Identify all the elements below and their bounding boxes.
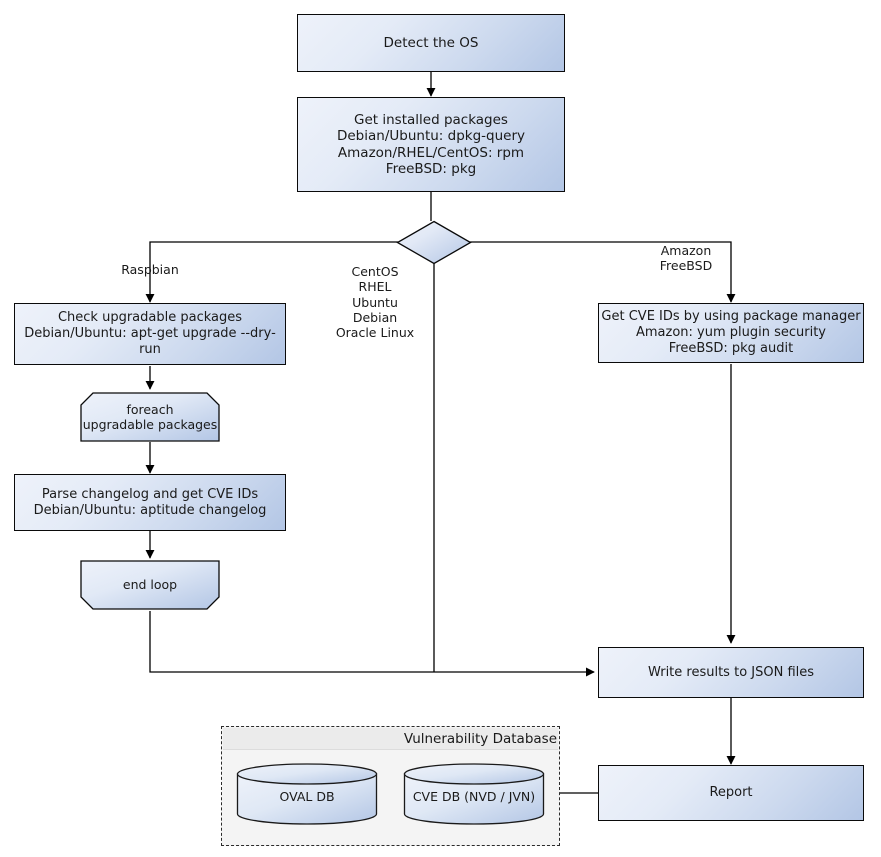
cluster-header: Vulnerability Database: [223, 728, 558, 750]
node-end-loop[interactable]: end loop: [80, 560, 220, 610]
node-get-cve-ids[interactable]: Get CVE IDs by using package manager Ama…: [598, 303, 864, 363]
node-foreach-label: foreach upgradable packages: [82, 401, 218, 432]
edge-label-amazon-freebsd: Amazon FreeBSD: [659, 243, 713, 274]
db-cve-label: CVE DB (NVD / JVN): [412, 789, 536, 804]
edge-label-middle-os-list: CentOS RHEL Ubuntu Debian Oracle Linux: [335, 264, 415, 340]
node-report[interactable]: Report: [598, 765, 864, 821]
edge-label-raspbian: Raspbian: [121, 262, 179, 277]
cluster-title: Vulnerability Database: [403, 730, 557, 747]
node-os-decision[interactable]: [396, 220, 472, 265]
node-end-loop-label: end loop: [122, 577, 178, 593]
db-oval-label: OVAL DB: [279, 789, 335, 804]
db-cve[interactable]: CVE DB (NVD / JVN): [403, 763, 545, 825]
node-detect-the-os[interactable]: Detect the OS: [297, 14, 565, 72]
db-oval[interactable]: OVAL DB: [236, 763, 378, 825]
node-write-results-to-json[interactable]: Write results to JSON files: [598, 647, 864, 698]
node-check-upgradable-packages[interactable]: Check upgradable packages Debian/Ubuntu:…: [14, 303, 286, 365]
node-get-installed-packages[interactable]: Get installed packages Debian/Ubuntu: dp…: [297, 97, 565, 192]
edge-endloop-to-write: [149, 611, 595, 677]
node-parse-changelog[interactable]: Parse changelog and get CVE IDs Debian/U…: [14, 474, 286, 531]
node-foreach-upgradable-packages[interactable]: foreach upgradable packages: [80, 392, 220, 442]
